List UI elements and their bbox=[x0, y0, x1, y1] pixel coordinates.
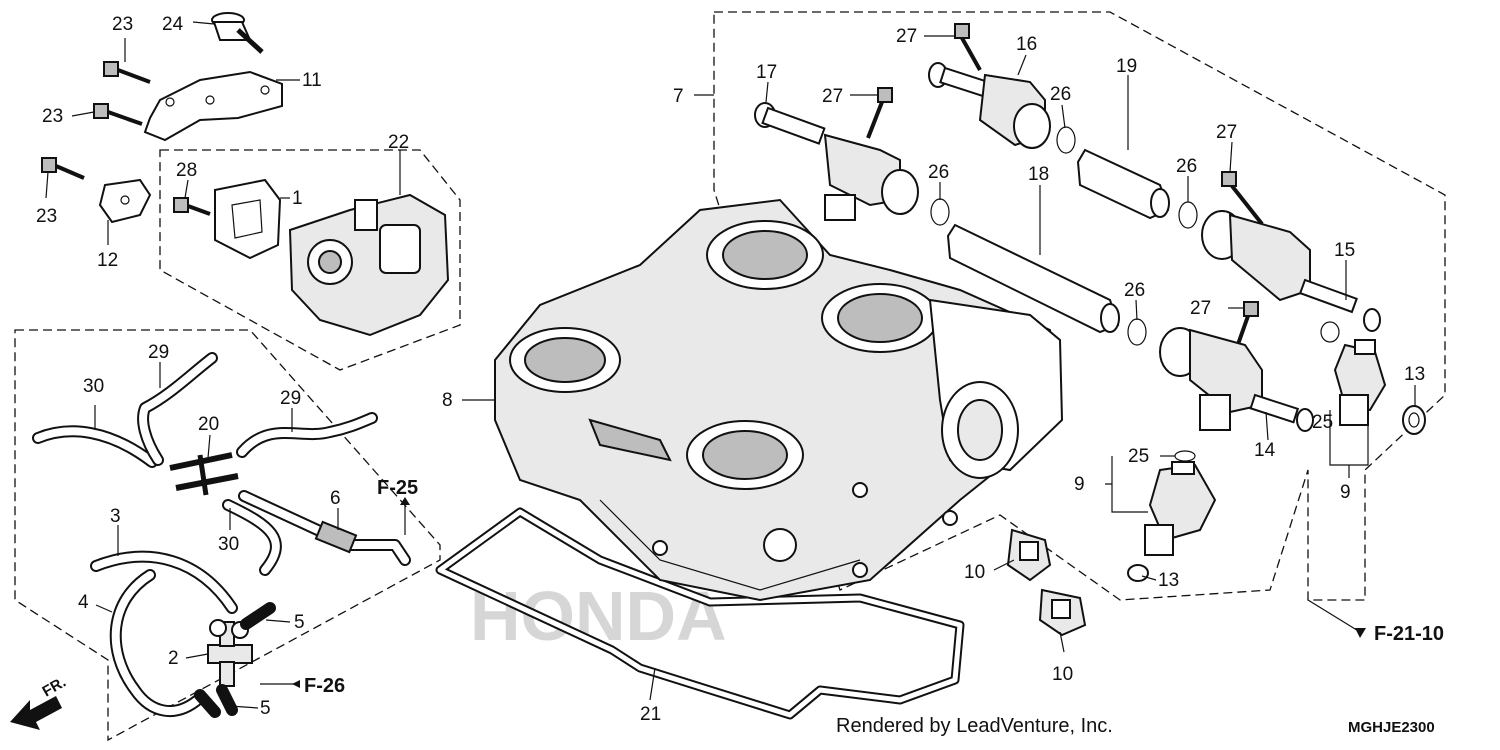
front-arrow-icon: FR. bbox=[10, 674, 69, 730]
hose-29-left bbox=[137, 352, 218, 466]
callout-13-lower: 13 bbox=[1158, 570, 1179, 591]
leader-lines bbox=[45, 21, 1416, 709]
ref-f-26[interactable]: F-26 bbox=[304, 675, 345, 697]
callout-30-lower: 30 bbox=[218, 534, 239, 555]
connector-20 bbox=[169, 452, 239, 496]
callout-24: 24 bbox=[162, 14, 184, 35]
callout-10-a: 10 bbox=[964, 562, 985, 583]
callout-29-right: 29 bbox=[280, 388, 301, 409]
hose-3 bbox=[90, 550, 238, 614]
o-ring-26-b bbox=[1178, 201, 1198, 229]
callout-5-lower: 5 bbox=[260, 698, 271, 719]
cap-5-lower bbox=[194, 684, 238, 718]
callout-8: 8 bbox=[442, 390, 453, 411]
callout-6: 6 bbox=[330, 488, 341, 509]
callout-16: 16 bbox=[1016, 34, 1037, 55]
bolt-23-c bbox=[41, 157, 85, 180]
callout-17: 17 bbox=[756, 62, 777, 83]
injector-14 bbox=[1159, 327, 1314, 432]
hose-29-right bbox=[236, 412, 378, 458]
bracket-12 bbox=[98, 178, 152, 224]
o-ring-26-c bbox=[930, 198, 950, 226]
callout-27-a: 27 bbox=[822, 86, 843, 107]
cap-5-upper bbox=[209, 602, 276, 639]
callout-26-a: 26 bbox=[1050, 84, 1071, 105]
callout-19: 19 bbox=[1116, 56, 1137, 77]
bolt-27-a bbox=[866, 87, 893, 139]
callout-11: 11 bbox=[302, 70, 322, 91]
o-ring-26-a bbox=[1056, 126, 1076, 154]
pipe-19 bbox=[1076, 148, 1170, 220]
bolt-24 bbox=[211, 12, 264, 54]
group-box-sensor bbox=[159, 149, 461, 371]
injector-9-lower bbox=[1144, 461, 1217, 556]
callout-23-mid: 23 bbox=[42, 106, 63, 127]
callout-27-c: 27 bbox=[1216, 122, 1237, 143]
injector-15 bbox=[1201, 210, 1381, 332]
throttle-body-assembly-8 bbox=[494, 198, 1064, 602]
callout-21: 21 bbox=[640, 704, 661, 725]
callout-22: 22 bbox=[388, 132, 409, 153]
callout-26-c: 26 bbox=[928, 162, 949, 183]
pipe-18 bbox=[946, 223, 1120, 334]
hose-30-lower bbox=[222, 499, 282, 576]
callout-18: 18 bbox=[1028, 164, 1049, 185]
diagram-code: MGHJE2300 bbox=[1348, 719, 1435, 736]
callout-27-d: 27 bbox=[1190, 298, 1211, 319]
cap-13-lower bbox=[1127, 564, 1149, 582]
bolt-27-c bbox=[1221, 171, 1264, 226]
gasket-21 bbox=[435, 507, 965, 720]
callout-15: 15 bbox=[1334, 240, 1355, 261]
callout-10-b: 10 bbox=[1052, 664, 1073, 685]
hose-30-upper bbox=[32, 425, 158, 468]
tube-6 bbox=[238, 490, 411, 566]
bolt-23-b bbox=[93, 103, 143, 126]
sensor-22 bbox=[288, 193, 450, 337]
callout-28: 28 bbox=[176, 160, 197, 181]
callout-25-mid: 25 bbox=[1128, 446, 1149, 467]
bolt-27-b bbox=[954, 23, 982, 71]
bolt-28 bbox=[173, 197, 211, 216]
callout-23-low: 23 bbox=[36, 206, 57, 227]
callout-1: 1 bbox=[292, 188, 303, 209]
callout-27-b: 27 bbox=[896, 26, 917, 47]
callout-26-b: 26 bbox=[1176, 156, 1197, 177]
hose-4 bbox=[109, 569, 206, 718]
callout-2: 2 bbox=[168, 648, 179, 669]
front-label: FR. bbox=[40, 674, 69, 701]
callout-4: 4 bbox=[78, 592, 89, 613]
callout-14: 14 bbox=[1254, 440, 1276, 461]
clip-10-a bbox=[1006, 528, 1052, 582]
callout-23-top: 23 bbox=[112, 14, 133, 35]
ref-f-25[interactable]: F-25 bbox=[377, 477, 418, 499]
ref-f-21-10[interactable]: F-21-10 bbox=[1374, 623, 1444, 645]
injector-9-right bbox=[1333, 339, 1387, 426]
group-box-hoses bbox=[14, 329, 441, 742]
o-ring-25-a bbox=[1320, 321, 1340, 343]
cap-13-right bbox=[1402, 405, 1426, 435]
callout-26-d: 26 bbox=[1124, 280, 1145, 301]
callout-30-upper: 30 bbox=[83, 376, 104, 397]
callout-9-right: 9 bbox=[1340, 482, 1351, 503]
credit-text: Rendered by LeadVenture, Inc. bbox=[836, 715, 1113, 737]
callout-7: 7 bbox=[673, 86, 684, 107]
clip-10-b bbox=[1038, 588, 1087, 637]
callout-3: 3 bbox=[110, 506, 121, 527]
injector-16 bbox=[928, 62, 1051, 149]
callout-12: 12 bbox=[97, 250, 118, 271]
callout-29-left: 29 bbox=[148, 342, 169, 363]
plate-1 bbox=[214, 178, 282, 260]
injector-17 bbox=[754, 102, 919, 221]
o-ring-25-b bbox=[1174, 450, 1196, 462]
callout-5-upper: 5 bbox=[294, 612, 305, 633]
bracket-11 bbox=[143, 70, 283, 142]
bolt-23-a bbox=[103, 61, 151, 84]
callout-20: 20 bbox=[198, 414, 219, 435]
callout-9-mid: 9 bbox=[1074, 474, 1085, 495]
callout-25-right: 25 bbox=[1312, 412, 1333, 433]
callout-13-right: 13 bbox=[1404, 364, 1425, 385]
o-ring-26-d bbox=[1127, 318, 1147, 346]
